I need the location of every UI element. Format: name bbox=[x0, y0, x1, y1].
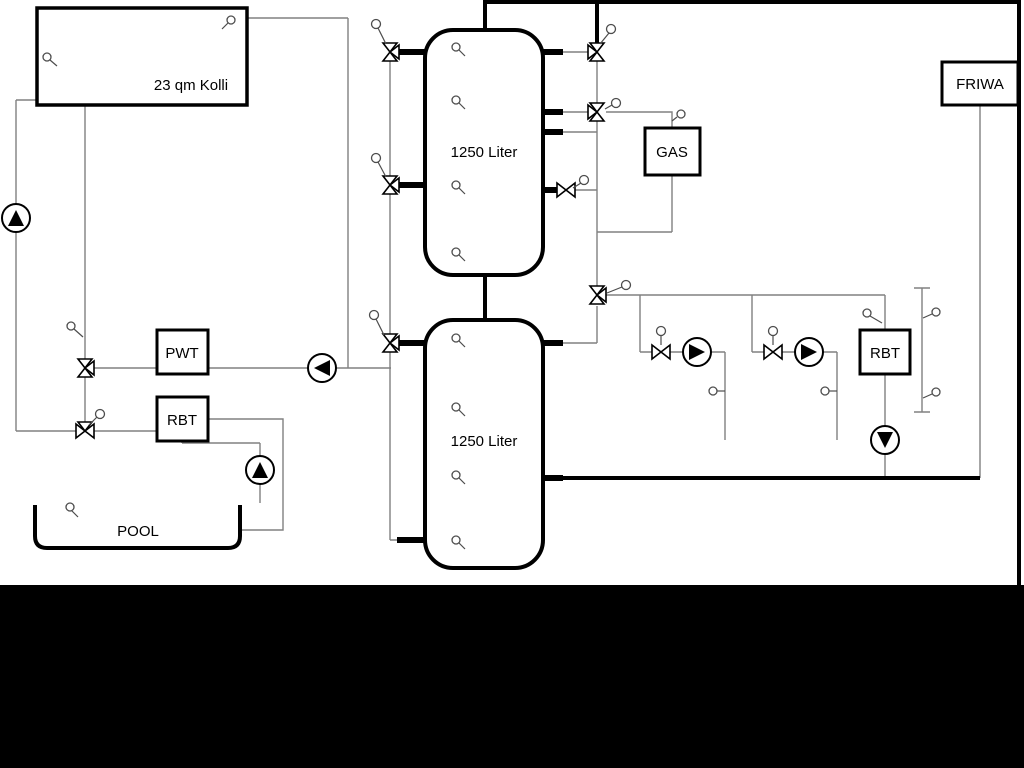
temp-sensor-tank1-1-icon bbox=[451, 42, 466, 57]
valve-heating-circuit-a bbox=[651, 325, 671, 361]
three-way-valve-tank1-left-mid bbox=[370, 152, 400, 195]
pump-pwt-icon bbox=[307, 353, 337, 383]
pwt-label: PWT bbox=[165, 345, 198, 362]
valve6-to-tank2 bbox=[563, 306, 598, 344]
valve-actuator-icon bbox=[620, 279, 632, 291]
rbt-left-label: RBT bbox=[167, 412, 197, 429]
three-way-valve-tank1-left-top bbox=[370, 18, 400, 62]
temp-sensor-tank1-4-icon bbox=[451, 247, 466, 262]
temp-sensor-tank2-1-icon bbox=[451, 333, 466, 348]
gas-supply-line bbox=[606, 111, 673, 128]
temp-sensor-bypass-top-icon bbox=[922, 307, 941, 319]
pump-solar-riser-icon bbox=[1, 203, 31, 233]
gas-boiler-label: GAS bbox=[656, 144, 688, 161]
temp-sensor-tank1-2-icon bbox=[451, 95, 466, 110]
rbt-right-label: RBT bbox=[870, 345, 900, 362]
rbt-left-box bbox=[155, 395, 210, 443]
temp-sensor-tank2-3-icon bbox=[451, 470, 466, 485]
buffer-tank-bottom-label: 1250 Liter bbox=[451, 433, 518, 450]
rbt-right-heat-exchanger: RBT bbox=[858, 328, 912, 376]
temp-sensor-tank2-2-icon bbox=[451, 402, 466, 417]
gas-boiler-box bbox=[643, 126, 702, 177]
pump-rbt-right-icon bbox=[870, 425, 900, 455]
three-way-valve-dhw-top bbox=[587, 23, 617, 62]
rbt-to-pool-line bbox=[208, 418, 284, 531]
temp-sensor-pwt-line-icon bbox=[66, 321, 84, 338]
valve-actuator-icon bbox=[368, 309, 380, 321]
temp-sensor-pool-icon bbox=[65, 502, 79, 518]
pool-basin: POOL bbox=[33, 505, 242, 550]
pwt-heat-exchanger: PWT bbox=[155, 328, 210, 376]
valve-actuator-icon bbox=[605, 23, 617, 35]
collector-supply-line bbox=[247, 17, 349, 368]
pump-pool-icon bbox=[245, 455, 275, 485]
major-pipes bbox=[397, 0, 1021, 585]
temp-sensor-bypass-bottom-icon bbox=[922, 387, 941, 399]
three-way-valve-pwt bbox=[76, 358, 95, 378]
friwa-station: FRIWA bbox=[940, 60, 1020, 107]
temp-sensor-tank1-3-icon bbox=[451, 180, 466, 195]
temp-sensor-circuit-a-icon bbox=[708, 386, 725, 396]
valve-actuator-icon bbox=[578, 174, 590, 186]
valve-actuator-icon bbox=[370, 152, 382, 164]
temp-sensor-collector-top-icon bbox=[221, 15, 236, 30]
hot-supply-top-right-pipe bbox=[485, 0, 1021, 585]
three-way-valve-heating-header bbox=[588, 279, 632, 305]
valve-actuator-icon bbox=[767, 325, 779, 337]
pump-circuit-b-icon bbox=[794, 337, 824, 367]
gas-return-line bbox=[597, 175, 673, 233]
letterbox-bottom bbox=[0, 585, 1024, 768]
pool-label: POOL bbox=[117, 523, 159, 540]
temp-sensor-gas-icon bbox=[671, 109, 686, 122]
rbt-right-box bbox=[858, 328, 912, 376]
three-way-valve-tank2-left bbox=[368, 309, 400, 353]
buffer-tank-top-body bbox=[423, 28, 545, 277]
heating-header bbox=[606, 294, 886, 330]
buffer-tank-top-label: 1250 Liter bbox=[451, 144, 518, 161]
valve-heating-circuit-b bbox=[763, 325, 783, 361]
rbt-left-heat-exchanger: RBT bbox=[155, 395, 210, 443]
friwa-box bbox=[940, 60, 1020, 107]
valve-tank1-mid-outlet bbox=[556, 174, 590, 199]
pool-basin-walls bbox=[33, 505, 242, 550]
pump-circuit-a-icon bbox=[682, 337, 712, 367]
circuit-b-pipe bbox=[751, 295, 838, 440]
valve-actuator-icon bbox=[610, 97, 622, 109]
tank-left-manifold bbox=[389, 43, 397, 541]
three-way-valve-gas-supply bbox=[587, 97, 622, 122]
friwa-label: FRIWA bbox=[956, 76, 1004, 93]
gas-boiler: GAS bbox=[643, 126, 702, 177]
pwt-box bbox=[155, 328, 210, 376]
buffer-tank-bottom-body bbox=[423, 318, 545, 570]
temp-sensor-tank2-4-icon bbox=[451, 535, 466, 550]
solar-collector-label: 23 qm Kolli bbox=[154, 77, 228, 94]
temp-sensor-rbt-right-icon bbox=[862, 308, 883, 324]
three-way-valve-pool-rbt bbox=[75, 408, 106, 440]
valve-actuator-icon bbox=[94, 408, 106, 420]
temp-sensor-circuit-b-icon bbox=[820, 386, 837, 396]
solar-collector: 23 qm Kolli bbox=[35, 6, 249, 107]
buffer-tank-bottom: 1250 Liter bbox=[423, 318, 545, 570]
buffer-tank-top: 1250 Liter bbox=[423, 28, 545, 277]
circuit-a-pipe bbox=[639, 295, 726, 440]
temp-sensor-collector-left-icon bbox=[42, 52, 58, 67]
valve-actuator-icon bbox=[370, 18, 382, 30]
valve-actuator-icon bbox=[655, 325, 667, 337]
pool-solar-left-riser bbox=[15, 99, 76, 432]
tank1-right-drop bbox=[563, 51, 598, 286]
bypass-line bbox=[914, 287, 930, 413]
solar-collector-box bbox=[35, 6, 249, 107]
